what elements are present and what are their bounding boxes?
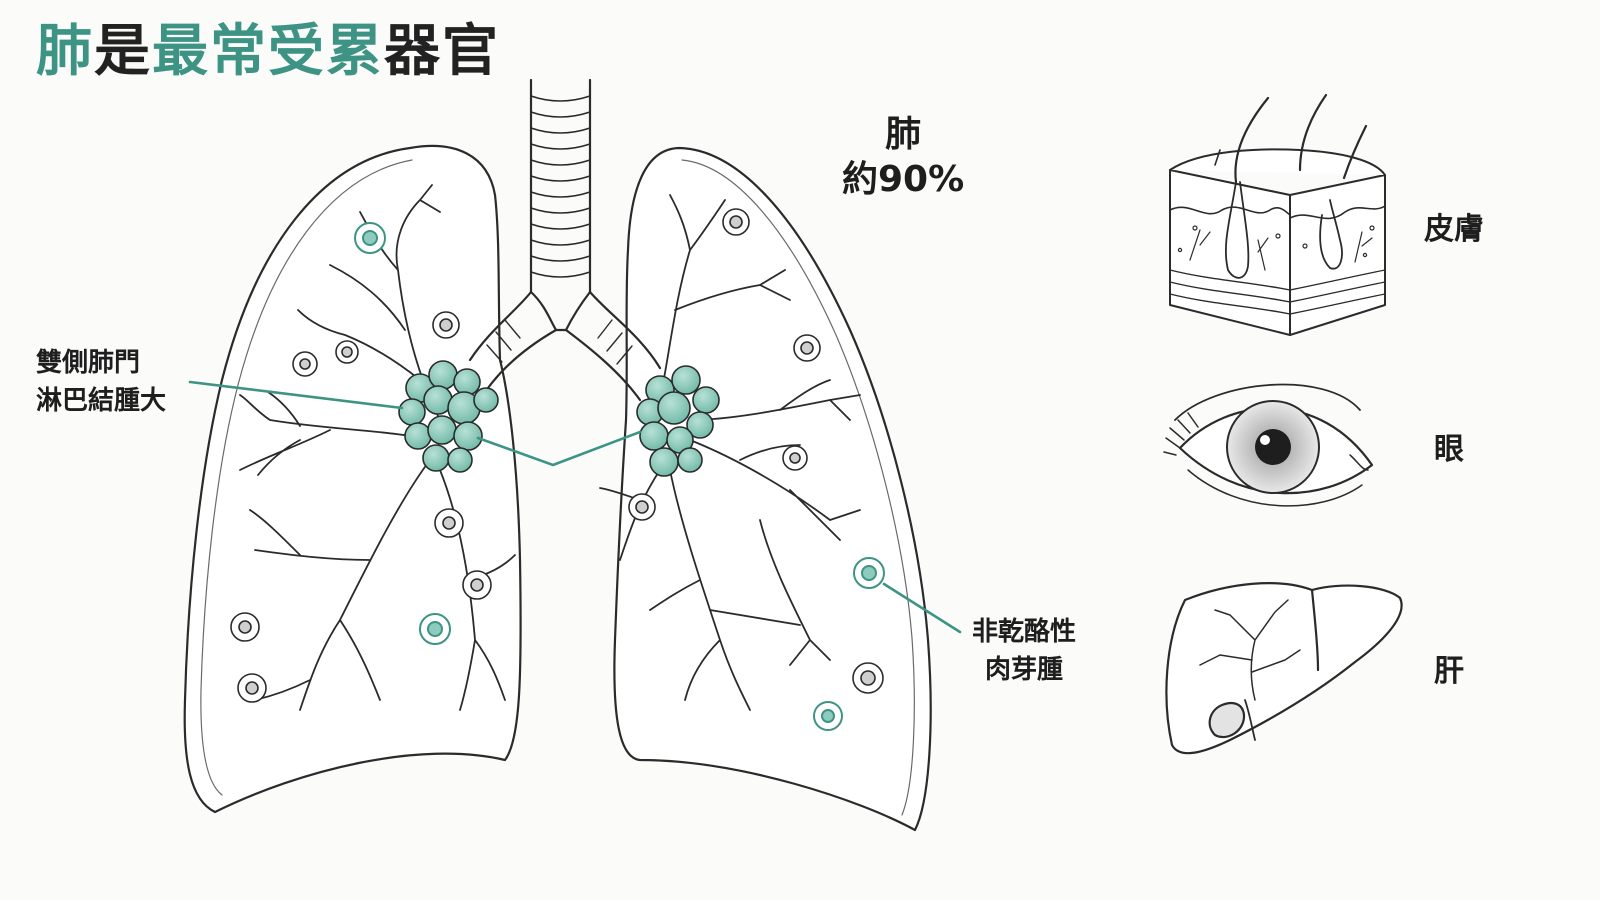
title-part-4: 器官 xyxy=(384,19,500,84)
label-skin: 皮膚 xyxy=(1424,212,1484,247)
page-title: 肺是最常受累器官 xyxy=(36,18,500,85)
trachea-rings xyxy=(530,95,591,278)
eye-illustration xyxy=(1163,383,1374,507)
liver-illustration xyxy=(1165,582,1403,755)
right-main-bronchus xyxy=(564,290,662,402)
lungs-illustration xyxy=(183,78,932,832)
granuloma-markers-teal xyxy=(354,222,885,731)
label-lung-name: 肺 xyxy=(885,114,922,155)
label-lung-percentage: 肺 約90% xyxy=(842,112,964,202)
right-lung-inner-line xyxy=(681,159,915,816)
left-main-bronchus xyxy=(468,290,558,390)
leader-line-granuloma xyxy=(882,582,962,634)
leader-line-hilar xyxy=(188,380,404,410)
label-non-caseating-granuloma: 非乾酪性 肉芽腫 xyxy=(972,614,1076,689)
title-part-1: 肺 xyxy=(36,19,94,84)
title-part-2: 是 xyxy=(94,19,152,84)
label-bilateral-hilar-lymphadenopathy: 雙側肺門 淋巴結腫大 xyxy=(36,345,166,420)
left-lung-outline xyxy=(183,144,522,814)
label-hilar-line-2: 淋巴結腫大 xyxy=(36,385,167,416)
label-liver: 肝 xyxy=(1434,654,1464,689)
right-bronchial-tree xyxy=(599,194,861,711)
leader-line-hilar-right xyxy=(476,430,642,467)
left-hilar-node-cluster xyxy=(398,360,499,473)
granuloma-markers-grey xyxy=(230,208,884,703)
label-granuloma-line-1: 非乾酪性 xyxy=(972,617,1077,647)
leader-lines xyxy=(188,380,962,634)
label-hilar-line-1: 雙側肺門 xyxy=(36,348,141,378)
right-lung-outline xyxy=(613,146,932,832)
left-bronchial-tree xyxy=(239,184,516,711)
title-part-3: 最常受累 xyxy=(152,19,384,84)
pupil xyxy=(1255,429,1291,465)
right-hilar-node-cluster xyxy=(636,365,720,477)
label-granuloma-line-2: 肉芽腫 xyxy=(985,654,1064,685)
label-lung-pct: 約90% xyxy=(842,159,965,200)
label-eye: 眼 xyxy=(1434,432,1464,467)
skin-illustration xyxy=(1169,93,1386,336)
left-lung-inner-line xyxy=(200,159,413,796)
